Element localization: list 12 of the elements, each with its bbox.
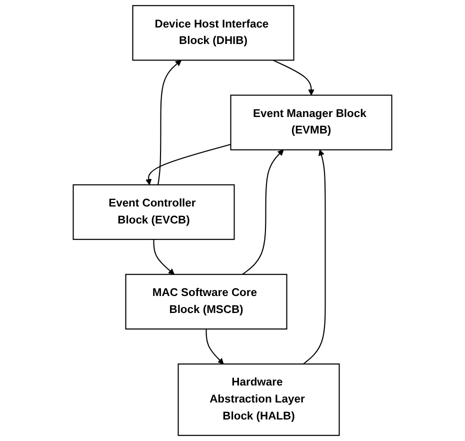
arrow xyxy=(206,329,224,364)
arrow xyxy=(242,150,284,275)
arrow xyxy=(153,239,175,275)
arrow xyxy=(158,60,182,185)
arrow xyxy=(272,60,314,96)
node-box: Event Manager Block (EVMB) xyxy=(230,94,392,150)
arrow xyxy=(303,150,326,364)
arrow xyxy=(146,144,231,186)
node-box: Hardware Abstraction Layer Block (HALB) xyxy=(178,363,340,436)
node-box: MAC Software Core Block (MSCB) xyxy=(125,274,288,330)
node-box: Device Host Interface Block (DHIB) xyxy=(132,5,294,61)
node-box: Event Controller Block (EVCB) xyxy=(72,184,235,240)
